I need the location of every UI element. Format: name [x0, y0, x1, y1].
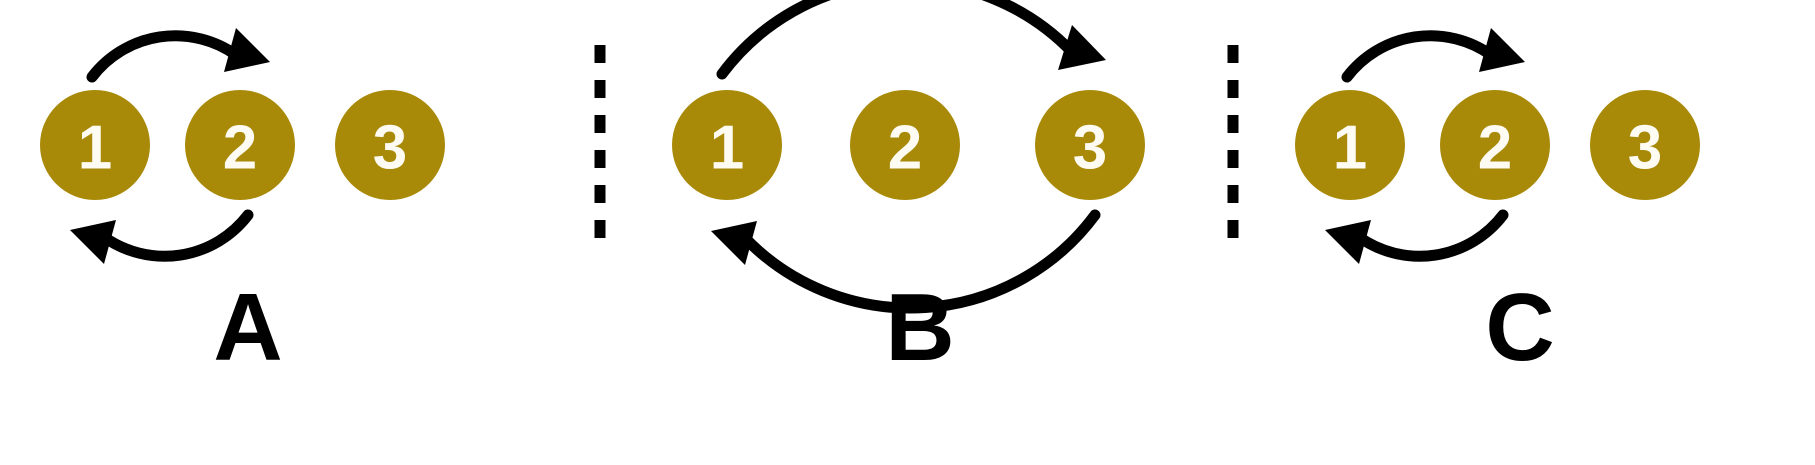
arrowhead-icon — [711, 221, 757, 265]
node-label: 3 — [1628, 114, 1662, 183]
node-label: 2 — [888, 114, 922, 183]
node-circle — [1440, 90, 1550, 200]
arrow-curve — [1353, 209, 1509, 262]
panel-b: 1 2 3 B — [672, 0, 1145, 381]
node-c-2[interactable]: 2 — [1440, 90, 1550, 200]
node-circle — [850, 90, 960, 200]
node-circle — [335, 90, 445, 200]
panel-c: 1 2 3 C — [1295, 28, 1700, 381]
arrow-curve — [716, 0, 1078, 80]
node-label: 2 — [1478, 114, 1512, 183]
node-label: 2 — [223, 114, 257, 183]
node-b-3[interactable]: 3 — [1035, 90, 1145, 200]
arrow-curve — [1341, 30, 1497, 83]
arrow-2-to-3 — [1341, 28, 1525, 83]
panel-a-arrows — [70, 28, 270, 264]
node-b-1[interactable]: 1 — [672, 90, 782, 200]
arrowhead-icon — [1325, 220, 1371, 264]
node-label: 3 — [1073, 114, 1107, 183]
node-circle — [185, 90, 295, 200]
arrow-curve — [98, 209, 254, 262]
arrow-3-to-1 — [711, 209, 1101, 314]
arrow-1-to-3 — [716, 0, 1106, 80]
arrowhead-icon — [70, 220, 116, 264]
arrowhead-icon — [1479, 28, 1525, 72]
node-c-3[interactable]: 3 — [1590, 90, 1700, 200]
arrow-1-to-2 — [86, 28, 270, 83]
node-a-3[interactable]: 3 — [335, 90, 445, 200]
arrow-curve — [739, 209, 1101, 314]
arrow-3-to-2 — [1325, 209, 1509, 264]
node-b-2[interactable]: 2 — [850, 90, 960, 200]
node-circle — [672, 90, 782, 200]
panel-label-b: B — [885, 274, 954, 381]
node-label: 1 — [1333, 114, 1367, 183]
node-circle — [1590, 90, 1700, 200]
node-a-2[interactable]: 2 — [185, 90, 295, 200]
arrowhead-icon — [1058, 25, 1106, 70]
arrow-curve — [86, 30, 242, 83]
panel-label-c: C — [1485, 274, 1554, 381]
node-label: 1 — [78, 114, 112, 183]
panel-c-arrows — [1325, 28, 1525, 264]
panel-b-arrows — [711, 0, 1106, 314]
node-label: 3 — [373, 114, 407, 183]
node-circle — [40, 90, 150, 200]
node-c-1[interactable]: 1 — [1295, 90, 1405, 200]
arrowhead-icon — [224, 28, 270, 72]
arrow-2-to-1 — [70, 209, 254, 264]
node-a-1[interactable]: 1 — [40, 90, 150, 200]
panel-a: 1 2 3 A — [40, 28, 445, 381]
node-label: 1 — [710, 114, 744, 183]
node-circle — [1295, 90, 1405, 200]
panel-label-a: A — [213, 274, 282, 381]
node-circle — [1035, 90, 1145, 200]
